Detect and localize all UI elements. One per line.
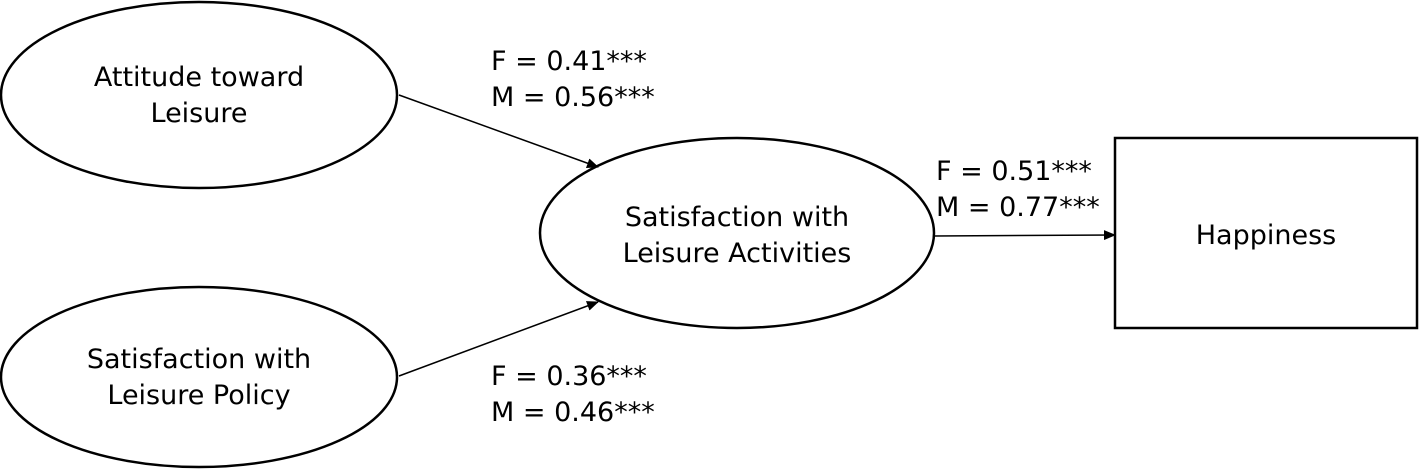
policy-node-line1: Satisfaction with xyxy=(86,344,312,375)
activities-node-line2: Leisure Activities xyxy=(622,238,852,269)
attitude-male-coefficient: M = 0.56*** xyxy=(491,82,655,113)
activities-to-happiness-coefficients: F = 0.51*** M = 0.77*** xyxy=(936,154,1100,226)
policy-to-activities-coefficients: F = 0.36*** M = 0.46*** xyxy=(491,359,655,431)
policy-male-coefficient: M = 0.46*** xyxy=(491,397,655,428)
attitude-node-line1: Attitude toward xyxy=(93,62,305,93)
activities-node-ellipse xyxy=(538,136,936,330)
activities-female-coefficient: F = 0.51*** xyxy=(936,156,1092,187)
policy-female-coefficient: F = 0.36*** xyxy=(491,361,647,392)
happiness-node-box xyxy=(1113,136,1419,330)
policy-node-label: Satisfaction with Leisure Policy xyxy=(50,342,348,414)
attitude-female-coefficient: F = 0.41*** xyxy=(491,46,647,77)
happiness-node-text: Happiness xyxy=(1195,220,1337,251)
attitude-node-line2: Leisure xyxy=(150,98,248,129)
activities-node-label: Satisfaction with Leisure Activities xyxy=(582,200,892,272)
happiness-node-label: Happiness xyxy=(1117,218,1415,254)
activities-to-happiness-arrow xyxy=(933,230,1116,241)
attitude-node-label: Attitude toward Leisure xyxy=(60,60,338,132)
attitude-to-activities-arrow xyxy=(398,94,599,168)
policy-to-activities-arrow xyxy=(398,301,599,377)
attitude-node-ellipse xyxy=(0,0,399,190)
policy-node-line2: Leisure Policy xyxy=(107,380,291,411)
activities-node-line1: Satisfaction with xyxy=(624,202,850,233)
policy-node-ellipse xyxy=(0,285,399,469)
attitude-to-activities-coefficients: F = 0.41*** M = 0.56*** xyxy=(491,44,655,116)
activities-male-coefficient: M = 0.77*** xyxy=(936,192,1100,223)
